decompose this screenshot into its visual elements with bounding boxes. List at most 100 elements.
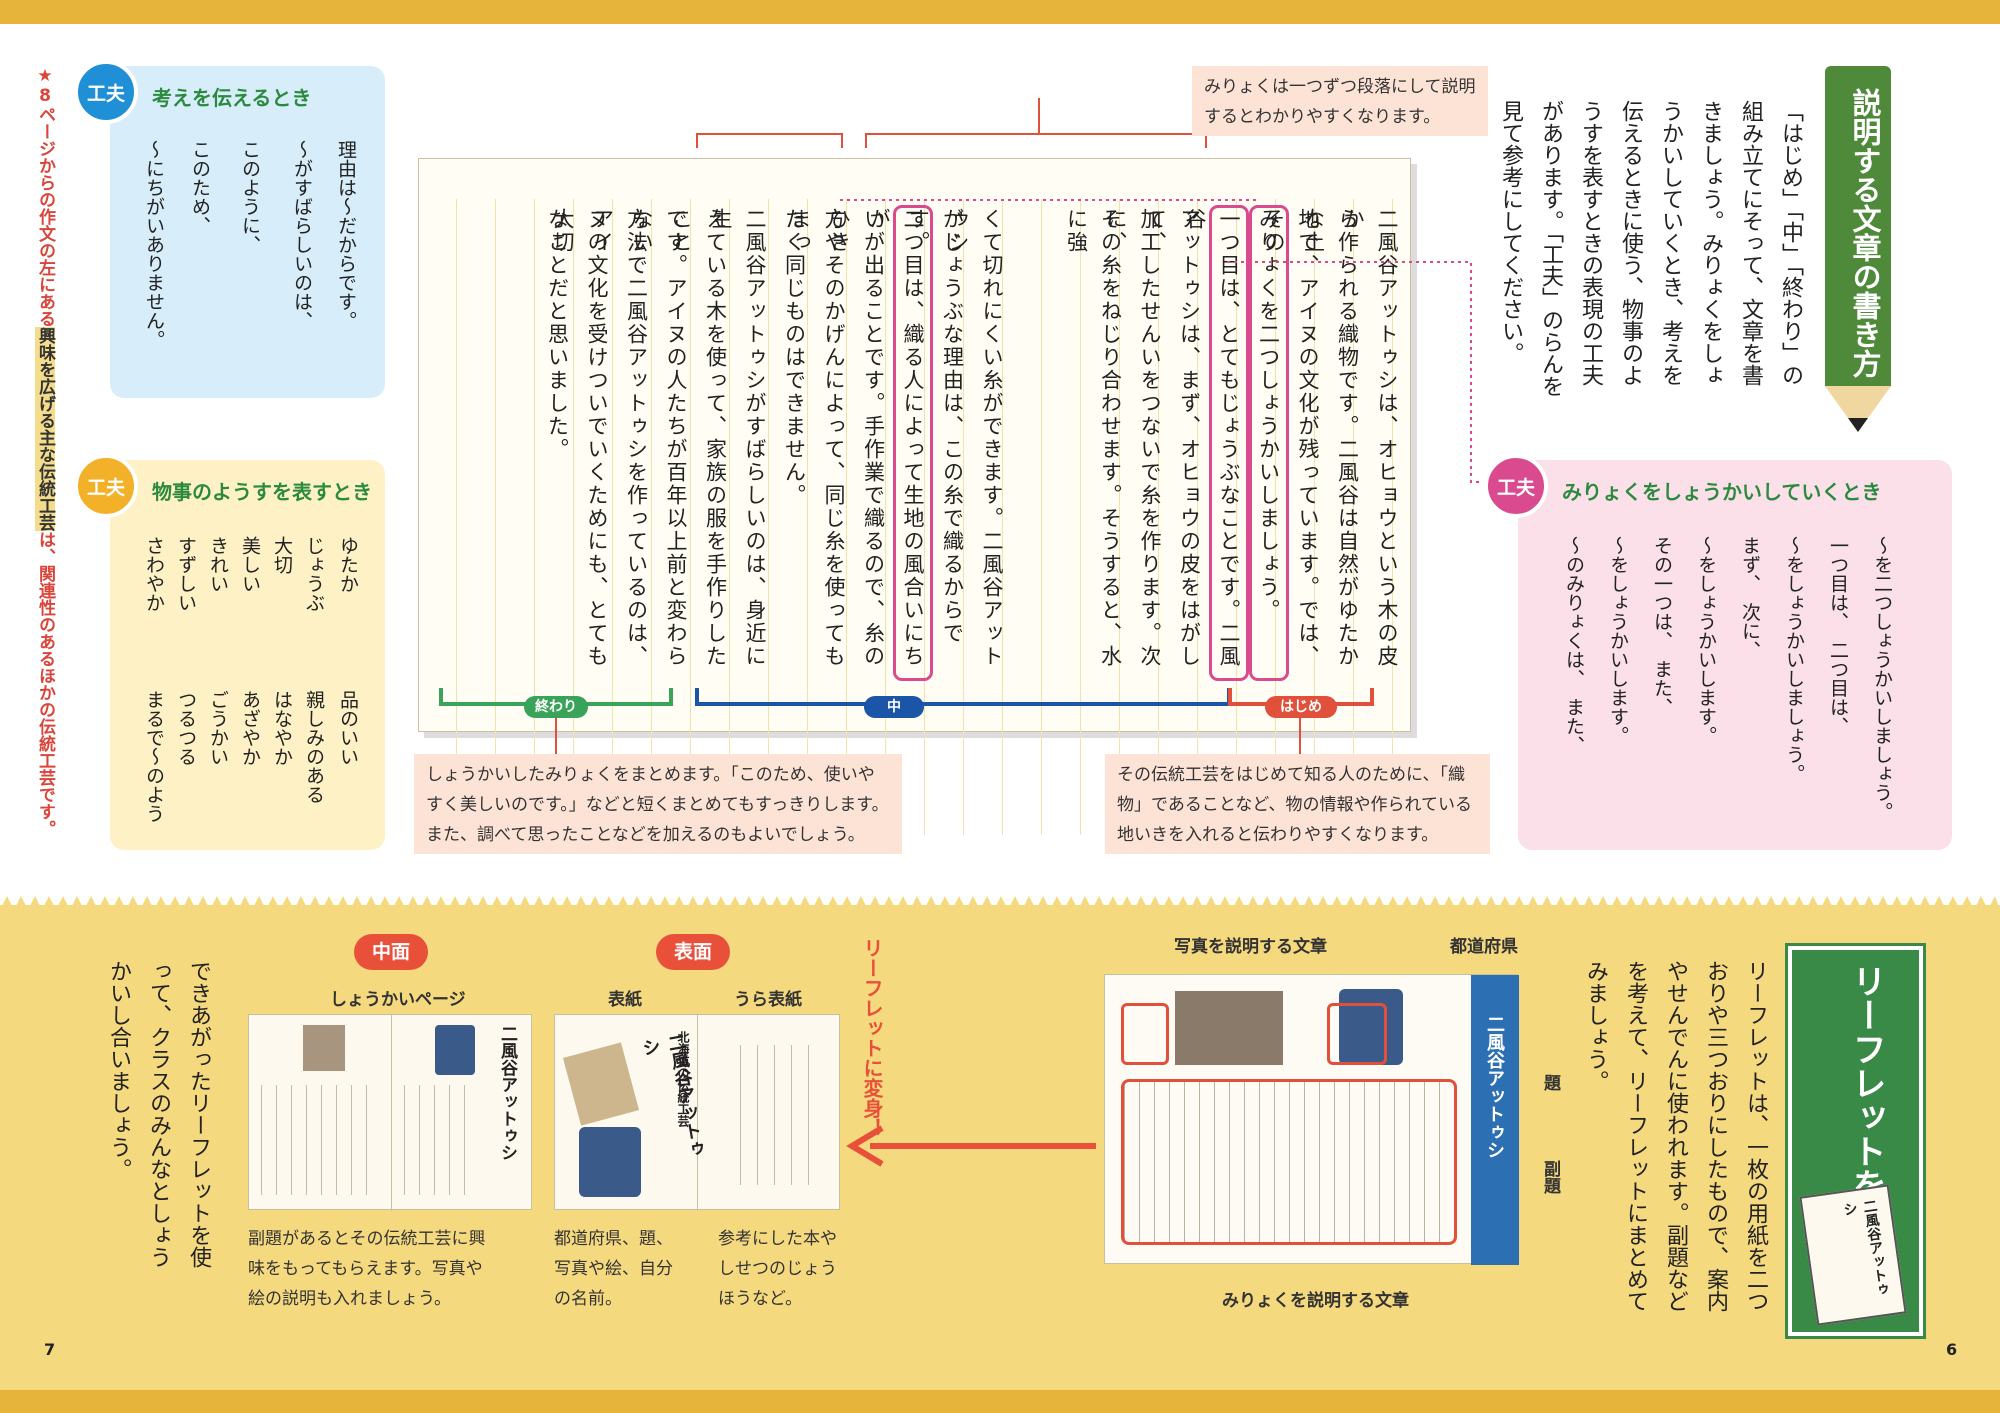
caption-back: うら表紙 — [734, 990, 802, 1010]
kufu-box-describe-title: 物事のようすを表すとき — [152, 480, 372, 504]
note-cover: 都道府県、題、写真や絵、自分の名前。 — [554, 1229, 673, 1309]
inner-divider — [391, 1015, 392, 1211]
page-number-right: 6 — [1946, 1340, 1958, 1359]
zigzag-border — [0, 896, 2000, 910]
manuscript-column: がじょうぶな理由は、この糸で織るからです。 — [906, 208, 965, 645]
callout-prefecture: 都道府県 — [1450, 937, 1518, 957]
kufu-word: ゆたか — [337, 536, 359, 593]
kufu-item: 〜をしょうかいしましょう。 — [1783, 536, 1805, 783]
kufu-item: 〜がすばらしいのは、 — [291, 140, 313, 330]
inner-lines — [261, 1085, 381, 1195]
kufu-item: まず、 次に、 — [1739, 536, 1761, 660]
kufu-box-convey-title: 考えを伝えるとき — [152, 86, 312, 110]
callout-charm-text: みりょくを説明する文章 — [1222, 1291, 1409, 1311]
transform-arrow — [846, 1125, 1096, 1167]
front-divider — [697, 1015, 698, 1211]
note-intro-page: 副題があるとその伝統工芸に興味をもってもらえます。写真や絵の説明も入れましょう。 — [248, 1229, 486, 1309]
callout-photo-text: 写真を説明する文章 — [1174, 937, 1327, 957]
caption-intro-page: しょうかいページ — [330, 990, 466, 1010]
kufu-item: 〜をしょうかいします。 — [1607, 536, 1629, 745]
kufu-word: ごうかい — [207, 690, 229, 766]
sample-text-block — [1121, 1079, 1457, 1245]
booklet-title: 二風谷アットゥシ — [1840, 1198, 1890, 1298]
sample-title-band: 二風谷アットゥシ — [1471, 975, 1519, 1265]
kufu-word: 大切 — [271, 536, 293, 574]
side-note: ★8ページからの作文の左にある興味を広げる主な伝統工芸は、関連性のあるほかの伝統… — [34, 66, 56, 856]
manuscript-column: 二風谷アットゥシは、オヒョウという木の皮か — [1341, 208, 1399, 668]
manuscript-column: えている木を使って、家族の服を手作りしたこと — [669, 208, 728, 668]
manuscript-grid — [443, 199, 1393, 835]
kufu-box-convey — [110, 66, 385, 398]
manuscript-column: みりょくを二つしょうかいしましょう。 — [1248, 205, 1289, 681]
leaflet-intro: リーフレットは、一枚の用紙を二つおりや三つおりにしたもので、案内やせんでんに使わ… — [1583, 960, 1768, 1312]
kufu-box-charm-title: みりょくをしょうかいしていくとき — [1562, 480, 1882, 504]
sample-photo — [1175, 991, 1283, 1065]
cover-garment — [562, 1042, 640, 1126]
sample-title: 二風谷アットゥシ — [1484, 1015, 1505, 1159]
cover-garment — [579, 1127, 641, 1197]
note-paragraph-tip: みりょくは一つずつ段落にして説明するとわかりやすくなります。 — [1192, 66, 1488, 136]
sample-photo-frame — [1327, 1003, 1387, 1065]
kufu-box-charm — [1518, 460, 1952, 850]
segment-begin-label: はじめ — [1265, 696, 1337, 718]
inner-photo — [303, 1025, 345, 1071]
note-conclusion-tip: しょうかいしたみりょくをまとめます。「このため、使いやすく美しいのです。」などと… — [414, 754, 902, 854]
manuscript-column: 二つ目は、織る人によって生地の風合いにちが — [867, 205, 933, 681]
kufu-item: 一つ目は、 二つ目は、 — [1827, 536, 1849, 736]
manuscript-sheet — [418, 158, 1411, 835]
kufu-item: 〜をしょうかいします。 — [1695, 536, 1717, 745]
manuscript-column: 地で、アイヌの文化が残っています。では、その — [1262, 208, 1320, 668]
manuscript-column: たく同じものはできません。 — [782, 208, 807, 507]
side-note-part1: ★8ページからの作文の左にある — [35, 66, 55, 327]
bottom-border — [0, 1390, 2000, 1413]
booklet-illustration: 二風谷アットゥシ — [1799, 1184, 1907, 1326]
callout-subtitle: 副題 — [1540, 1160, 1560, 1194]
leaflet-sample: 二風谷アットゥシ — [1104, 974, 1519, 1265]
section-heading: 説明する文章の書き方 — [1825, 66, 1891, 386]
leaflet-front: 北海道の伝統工芸 二風谷アットゥシ — [554, 1014, 840, 1211]
sample-photo-frame — [1121, 1003, 1169, 1065]
kufu-item: 〜にちがいありません。 — [143, 140, 165, 349]
manuscript-column: ら作られる織物です。二風谷は自然がゆたかな土 — [1301, 208, 1360, 668]
sample-garment — [1339, 989, 1403, 1065]
manuscript-column: 加工したせんいをつないで糸を作ります。次に、 — [1104, 208, 1162, 668]
segment-brackets — [439, 98, 1481, 754]
kufu-word: 品のいい — [337, 690, 359, 766]
inner-lines — [399, 1085, 479, 1195]
note-back: 参考にした本やしせつのじょうほうなど。 — [718, 1229, 837, 1309]
manuscript-column: 方法で二風谷アットゥシを作っているのは、アイ — [590, 208, 649, 668]
kufu-word: つるつる — [175, 690, 197, 766]
manuscript-column: です。アイヌの人たちが百年以上前と変わらない — [630, 208, 688, 668]
kufu-word: 親しみのある — [303, 690, 325, 804]
intro-text: 「はじめ」「中」「終わり」の組み立てにそって、文章を書きましょう。みりょくをしょ… — [1498, 100, 1803, 397]
segment-end-label: 終わり — [524, 696, 588, 718]
kufu-word: 美しい — [239, 536, 261, 593]
pill-front: 表面 — [656, 934, 730, 970]
leaflet-inner: 二風谷アットゥシ — [248, 1014, 532, 1211]
kufu-word: すずしい — [175, 536, 197, 612]
kufu-word: きれい — [207, 536, 229, 593]
side-note-part2: は、関連性のあるほかの伝統工芸です。 — [35, 531, 55, 837]
kufu-item: このため、 — [189, 140, 211, 235]
page-number-left: 7 — [44, 1340, 56, 1359]
pencil-lead — [1848, 418, 1868, 432]
closing-text: できあがったリーフレットを使って、クラスのみんなとしょうかいし合いましょう。 — [106, 960, 211, 1268]
cover-title: 二風谷アットゥシ — [638, 1031, 707, 1160]
kufu-word: さわやか — [143, 536, 165, 612]
kufu-word: はなやか — [271, 690, 293, 766]
manuscript-column: 方やそのかげんによって、同じ糸を使ってもまっ — [788, 208, 846, 668]
manuscript-column: 一つ目は、とてもじょうぶなことです。二風谷 — [1183, 205, 1249, 681]
kufu-item: 理由は〜だからです。 — [335, 140, 357, 330]
inner-title: 二風谷アットゥシ — [497, 1025, 517, 1161]
manuscript-column: くて切れにくい糸ができます。二風谷アットゥシ — [946, 208, 1004, 668]
manuscript-column: ヌの文化を受けついでいくためにも、とても大切 — [551, 208, 609, 668]
kufu-word: じょうぶ — [303, 536, 325, 612]
arrow-label: リーフレットに変身！ — [860, 938, 884, 1138]
kufu-badge: 工夫 — [74, 454, 138, 518]
kufu-badge: 工夫 — [74, 60, 138, 124]
inner-garment — [435, 1025, 475, 1075]
kufu-badge: 工夫 — [1484, 454, 1548, 518]
manuscript-column: なことだと思いました。 — [545, 208, 570, 461]
note-intro-tip: その伝統工芸をはじめて知る人のために、「織物」であることなど、物の情報や作られて… — [1105, 754, 1490, 854]
